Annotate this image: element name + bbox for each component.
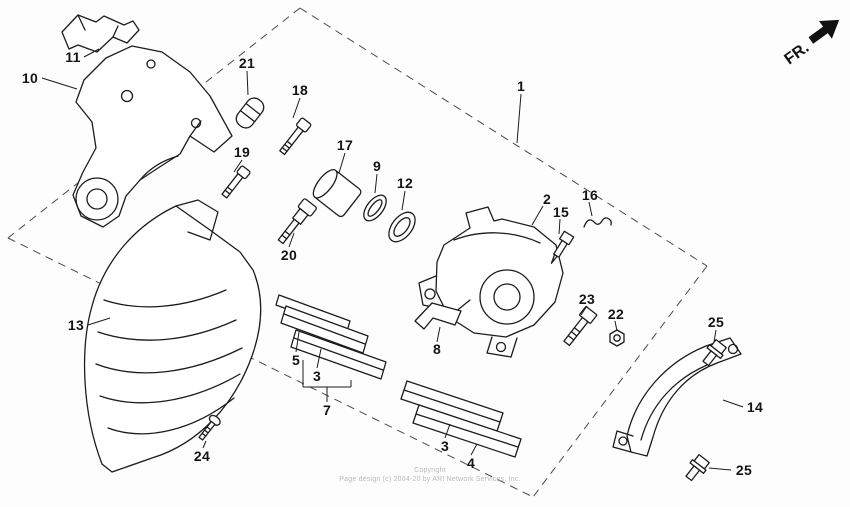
part-15-bleeder-valve: [550, 230, 575, 264]
watermark-line2: Page design (c) 2004-20 by ARI Network S…: [339, 476, 521, 484]
fr-label: FR.: [781, 39, 812, 68]
watermark-line1: Copyright: [414, 467, 446, 474]
watermark: Copyright Page design (c) 2004-20 by ARI…: [339, 466, 520, 485]
part-18-pad-pin: [279, 117, 312, 156]
part-9-piston-seal: [363, 194, 387, 222]
part-21-boot: [235, 97, 265, 129]
part-25-flange-bolt-a: [702, 338, 727, 367]
part-17-piston: [312, 169, 362, 218]
part-16-clip-spring: [583, 217, 612, 228]
part-19-pad-pin: [221, 165, 251, 199]
part-24-screw: [198, 414, 221, 441]
part-23-caliper-bolt: [563, 306, 598, 347]
fr-arrow-icon: [808, 19, 840, 44]
leader-lines: [41, 48, 744, 471]
part-12-dust-seal: [388, 211, 416, 243]
part-2-caliper-body: [418, 206, 564, 358]
fr-indicator: FR.: [781, 19, 840, 68]
part-8-pad-spring: [414, 302, 462, 330]
part-25-flange-bolt-b: [685, 453, 710, 482]
parts-5-3-brake-pads-left: [275, 294, 387, 380]
part-13-disc-cover: [83, 199, 262, 473]
part-14-chain-guard: [612, 337, 742, 457]
part-20-pin-bolt: [277, 198, 317, 245]
part-11-stopper-plate: [61, 14, 140, 53]
parts-3-4-brake-pads-bottom: [400, 380, 522, 458]
part-10-caliper-bracket: [72, 45, 233, 228]
part-22-nut: [609, 329, 625, 347]
